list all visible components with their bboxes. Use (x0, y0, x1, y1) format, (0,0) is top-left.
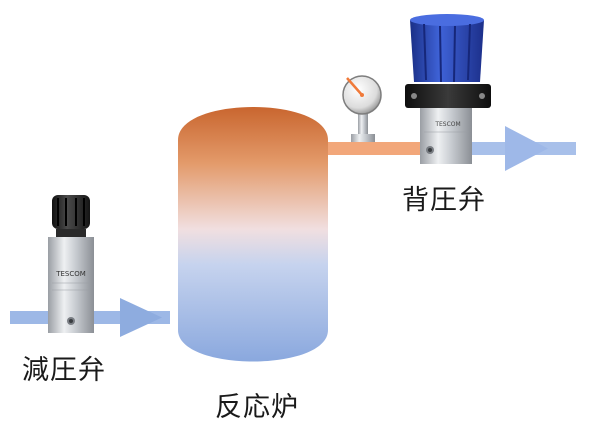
pressure-reducing-valve: TESCOM (48, 195, 94, 333)
outlet-arrow-icon (505, 126, 548, 171)
prv-brand-text: TESCOM (55, 270, 86, 278)
back-pressure-regulator-label: 背圧弁 (402, 185, 486, 216)
prv-knob-icon (52, 195, 90, 229)
gauge-needle-icon (346, 77, 363, 96)
outlet-pipe (328, 126, 576, 171)
back-pressure-regulator: TESCOM (405, 14, 491, 164)
inlet-arrow-icon (120, 298, 162, 337)
pressure-gauge (342, 75, 382, 142)
bpr-brand-text: TESCOM (434, 121, 460, 128)
bpr-body (420, 108, 472, 164)
reactor-label: 反応炉 (215, 392, 299, 423)
pressure-reducing-valve-label: 減圧弁 (22, 355, 106, 386)
bpr-knob-icon (410, 20, 484, 82)
reactor-vessel (178, 107, 328, 362)
